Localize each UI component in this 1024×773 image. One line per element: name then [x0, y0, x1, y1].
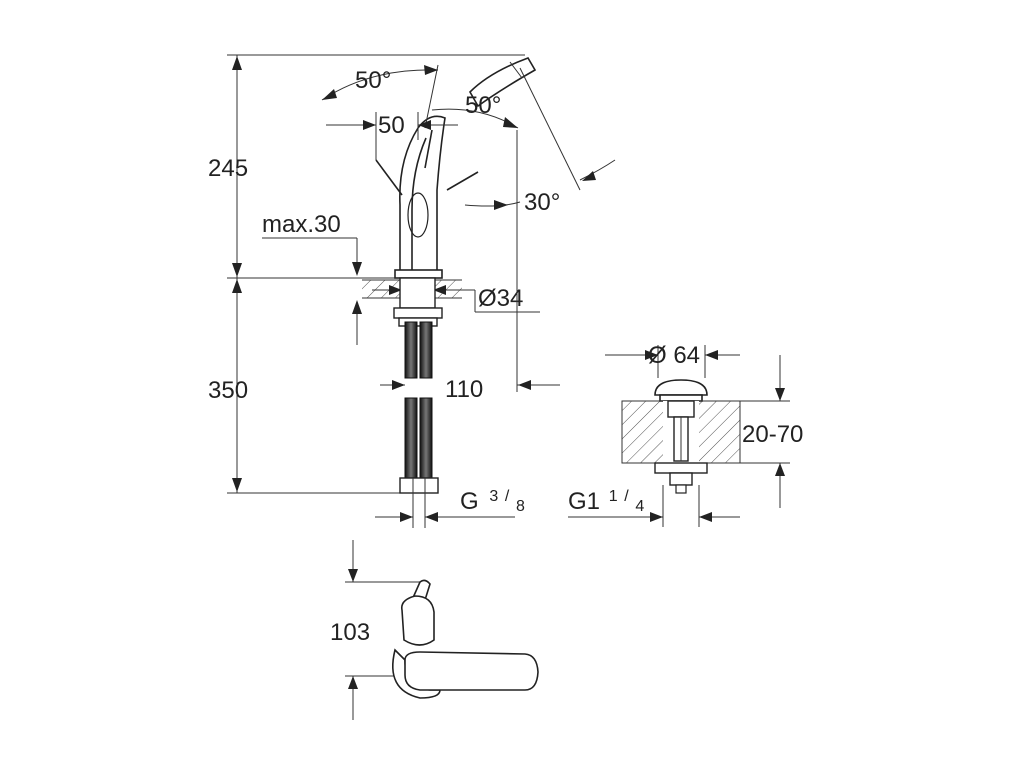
- arrow: [418, 120, 431, 130]
- arrow: [232, 279, 242, 293]
- dim-angle-left: 50°: [355, 67, 391, 94]
- arrow: [232, 56, 242, 70]
- arrow: [352, 262, 362, 276]
- hose-thread-slash: /: [505, 488, 510, 505]
- hose-thread-base: G: [460, 488, 479, 515]
- top-view-body: [400, 595, 435, 646]
- arrow: [775, 463, 785, 476]
- faucet-mount: [399, 277, 436, 309]
- hose-right-lower: [419, 397, 433, 479]
- faucet-top-view: 103: [330, 540, 539, 720]
- arrow: [348, 676, 358, 689]
- dim-top-view-height: 103: [330, 619, 370, 646]
- arrow: [650, 512, 663, 522]
- arrow: [232, 263, 242, 277]
- drain-cap: [654, 379, 708, 396]
- top-view-lever: [410, 579, 431, 601]
- handle-left-position: [375, 159, 403, 196]
- arrow: [348, 569, 358, 582]
- dim-drain-thread: G1 1 / 4: [568, 480, 644, 515]
- faucet-base: [394, 269, 443, 279]
- drain-thread-slash: /: [624, 488, 629, 505]
- hose-left-upper: [404, 321, 418, 379]
- arrow: [352, 300, 362, 314]
- arrow: [232, 478, 242, 492]
- faucet-side-view: 245 350 max.30 Ø34: [208, 54, 616, 528]
- drain-nut: [654, 462, 708, 474]
- drain-thread-base: G1: [568, 488, 600, 515]
- dim-angle-right: 50°: [465, 92, 501, 119]
- arrow: [494, 200, 508, 210]
- hose-right-upper: [419, 321, 433, 379]
- arrow: [645, 350, 658, 360]
- hose-left-lower: [404, 397, 418, 479]
- spout-arc-upper: [579, 159, 616, 181]
- dim-hole-diameter: Ø34: [478, 285, 523, 312]
- arrow: [392, 380, 405, 390]
- faucet-body: [399, 115, 446, 273]
- hose-thread-den: 8: [516, 498, 525, 515]
- drain-body-top: [667, 400, 695, 418]
- drain-cap-rim: [659, 394, 703, 402]
- handle-right-position: [446, 171, 479, 191]
- faucet-body-highlight: [407, 192, 429, 238]
- arrow: [699, 512, 712, 522]
- faucet-body-inner: [411, 137, 427, 272]
- mount-nut-2: [398, 317, 438, 327]
- top-view-spout: [404, 651, 539, 691]
- spout-arc-lower: [464, 201, 521, 207]
- hose-connector: [399, 477, 439, 494]
- arrow: [322, 89, 337, 100]
- arrow: [400, 512, 413, 522]
- dim-spout-angle: 30°: [524, 189, 560, 216]
- dim-projection: 110: [445, 376, 483, 403]
- dim-hose-thread: G 3 / 8: [460, 480, 525, 515]
- dim-hose-350: 350: [208, 377, 248, 404]
- dim-drain-diameter: Ø 64: [648, 342, 700, 369]
- arrow: [424, 65, 438, 75]
- arrow: [582, 171, 596, 181]
- handle-center-position: [424, 129, 433, 169]
- drain-tail-end: [675, 484, 687, 494]
- arrow: [425, 512, 438, 522]
- dim-drain-range: 20-70: [742, 421, 803, 448]
- drain-thread-den: 4: [635, 498, 644, 515]
- spray-head-seam: [509, 61, 523, 79]
- angle-ref-line: [424, 64, 439, 129]
- hose-thread-num: 3: [489, 488, 498, 505]
- arrow: [503, 117, 518, 128]
- spray-head: [469, 57, 537, 108]
- drain-tail: [669, 472, 693, 486]
- mount-nut: [393, 307, 443, 319]
- arrow: [389, 285, 402, 295]
- drain-view: Ø 64 20-70 G1 1 / 4: [568, 342, 803, 527]
- arrow: [363, 120, 376, 130]
- drain-thread-num: 1: [609, 488, 618, 505]
- arrow: [775, 388, 785, 401]
- arrow: [433, 285, 446, 295]
- arrow: [705, 350, 718, 360]
- dim-height-245: 245: [208, 155, 248, 182]
- spout-angle-line: [519, 67, 581, 191]
- dim-max-deck: max.30: [262, 211, 341, 238]
- arrow: [518, 380, 531, 390]
- dim-handle-offset: 50: [378, 112, 405, 139]
